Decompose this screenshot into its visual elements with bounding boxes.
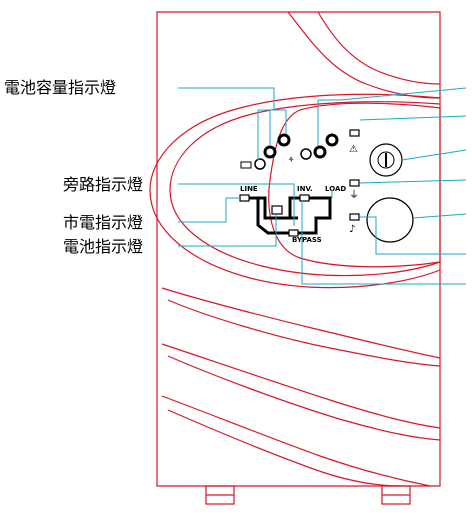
inv-label: INV. <box>297 185 313 193</box>
ups-housing <box>149 11 441 505</box>
label-mains-indicator: 市電指示燈 <box>63 213 143 232</box>
leader-mains <box>178 197 240 223</box>
buzzer-led <box>349 213 360 221</box>
top-swoosh-inner <box>317 11 441 85</box>
power-button[interactable] <box>369 143 403 177</box>
capacity-led-3 <box>277 133 291 147</box>
load-glyph-icon: ⚘ <box>288 156 294 164</box>
panel-oval-inner <box>169 101 441 277</box>
ground-icon: ⏚ <box>349 189 359 201</box>
leader-right-5 <box>412 213 467 219</box>
leader-right-1 <box>317 87 467 146</box>
leader-battery-capacity <box>178 87 287 160</box>
battery-glyph-icon <box>240 161 252 169</box>
leader-right-2 <box>359 115 467 121</box>
lower-swoosh-1b <box>167 299 441 367</box>
battery-led <box>271 205 283 215</box>
leader-bypass <box>178 183 295 226</box>
ground-led <box>349 179 360 187</box>
top-swoosh <box>287 11 441 99</box>
callout-labels: 電池容量指示燈 旁路指示燈 市電指示燈 電池指示燈 <box>4 78 143 256</box>
leader-right-6 <box>360 216 466 255</box>
test-button[interactable] <box>366 197 414 243</box>
warning-icon: ⚠ <box>349 144 358 155</box>
load-label: LOAD <box>325 185 346 193</box>
right-leaders <box>301 87 467 285</box>
power-icon[interactable] <box>377 151 395 169</box>
panel-right-oval <box>268 102 441 268</box>
label-bypass-indicator: 旁路指示燈 <box>63 175 143 194</box>
bypass-label: BYPASS <box>292 236 322 244</box>
leader-right-3 <box>401 149 467 161</box>
capacity-led-2 <box>263 145 277 159</box>
left-leaders <box>178 87 295 247</box>
inv-led <box>299 194 310 202</box>
label-battery-indicator: 電池指示燈 <box>63 237 143 256</box>
lower-swoosh-2 <box>161 343 441 429</box>
lower-swoosh-2b <box>167 355 441 441</box>
panel-oval-outer <box>149 93 441 289</box>
mimic-panel: LINE INV. LOAD BYPASS <box>239 185 346 244</box>
fault-led <box>349 129 360 137</box>
load-led-3 <box>325 133 339 147</box>
lower-swoosh-3 <box>161 395 431 487</box>
load-led-2 <box>313 145 327 159</box>
capacity-led-1 <box>254 158 266 170</box>
label-battery-capacity: 電池容量指示燈 <box>4 78 116 97</box>
housing-outline <box>156 11 441 487</box>
lower-swoosh-1 <box>161 287 441 359</box>
leader-battery <box>178 214 277 247</box>
leader-right-7 <box>301 201 466 285</box>
lower-swoosh-3b <box>167 409 401 487</box>
buzzer-icon: ♪ <box>349 224 355 235</box>
load-led-1 <box>300 148 312 160</box>
leader-right-4 <box>359 179 467 184</box>
battery-capacity-leds: ⚘ <box>240 133 339 170</box>
line-led <box>239 194 250 202</box>
status-leds: ⚠ ⏚ ♪ <box>349 129 360 235</box>
line-label: LINE <box>240 185 258 193</box>
mimic-path <box>249 196 332 235</box>
